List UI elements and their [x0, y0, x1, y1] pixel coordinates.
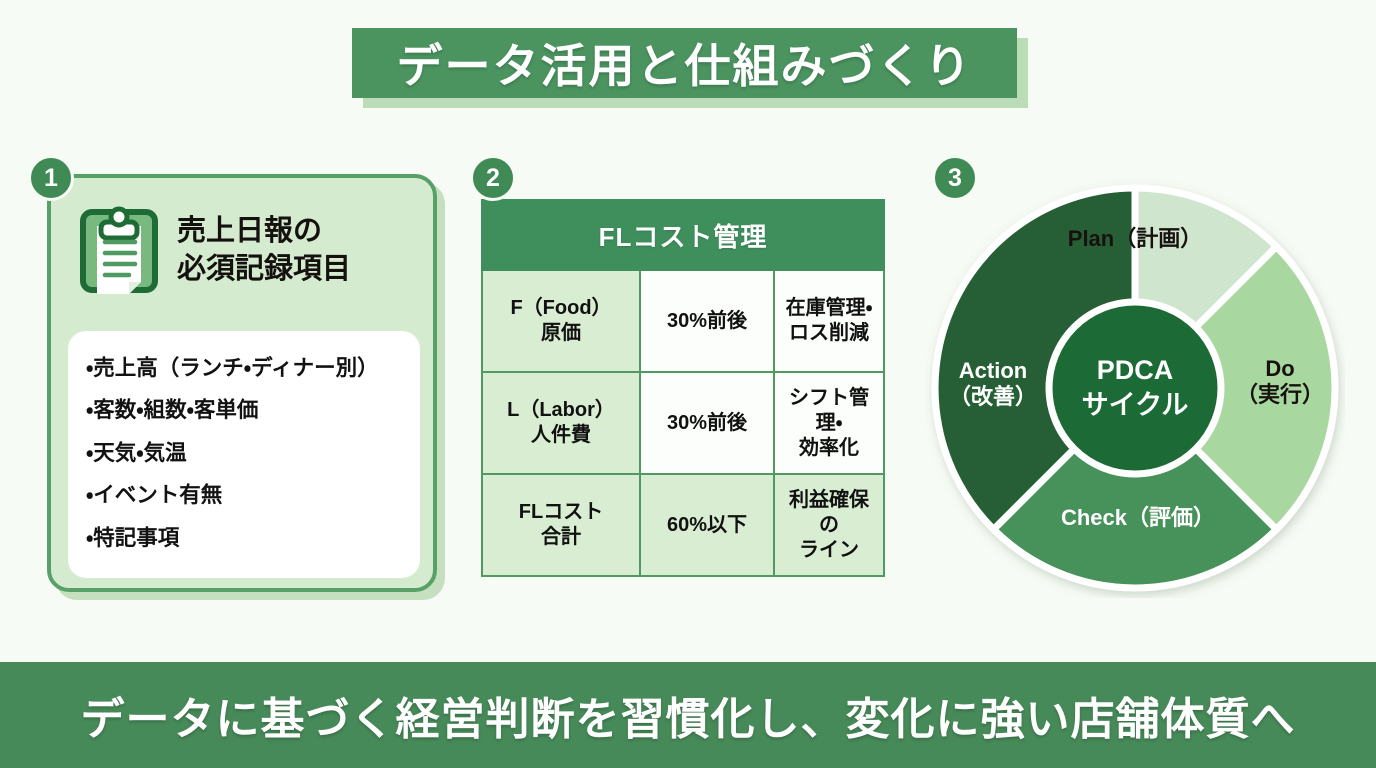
table-cell-label: FLコスト 合計 [481, 473, 641, 577]
cell-line1: F（Food） [510, 297, 612, 319]
cell-line1: 在庫管理・ [785, 297, 873, 319]
cell-line2: 原価 [541, 322, 581, 344]
list-item: ・客数・組数・客単価 [86, 398, 259, 423]
section-number-badge-1: 1 [28, 155, 74, 201]
table-header-row: FLコスト管理 [481, 199, 885, 271]
table-row: L（Labor） 人件費 30%前後 シフト管理・ 効率化 [481, 371, 885, 475]
title-banner: データ活用と仕組みづくり [352, 28, 1017, 98]
table-cell-value: 30%前後 [639, 371, 775, 475]
cell-line2: ライン [799, 538, 859, 561]
card-1-title-line2: 必須記録項目 [177, 252, 352, 285]
cell-line2: 効率化 [799, 436, 859, 459]
table-cell-note: 利益確保の ライン [773, 473, 885, 577]
table-cell-label: L（Labor） 人件費 [481, 371, 641, 475]
footer-banner: データに基づく経営判断を習慣化し、変化に強い店舗体質へ [0, 662, 1376, 768]
list-item: ・イベント有無 [86, 483, 223, 508]
list-item: ・売上高（ランチ・ディナー別） [86, 355, 379, 380]
list-item: ・天気・気温 [86, 440, 187, 465]
table-cell-note: シフト管理・ 効率化 [773, 371, 885, 475]
section-number-badge-3: 3 [932, 155, 978, 201]
cell-line2: 合計 [541, 526, 581, 548]
table-row: FLコスト 合計 60%以下 利益確保の ライン [481, 473, 885, 577]
cell-line2: ロス削減 [789, 322, 869, 344]
clipboard-icon [77, 200, 161, 301]
cell-line1: シフト管理・ [789, 386, 869, 434]
card-1-title-line1: 売上日報の [177, 215, 323, 248]
daily-report-list: ・売上高（ランチ・ディナー別） ・客数・組数・客単価 ・天気・気温 ・イベント有… [68, 331, 420, 578]
table-row: F（Food） 原価 30%前後 在庫管理・ ロス削減 [481, 269, 885, 373]
footer-message: データに基づく経営判断を習慣化し、変化に強い店舗体質へ [80, 695, 1296, 744]
card-1-header: 売上日報の 必須記録項目 [51, 178, 433, 301]
cell-line1: FLコスト [518, 501, 604, 523]
list-item: ・特記事項 [86, 525, 180, 550]
pdca-cycle-diagram: Plan（計画） Do （実行） Check（評価） Action （改善） P… [925, 178, 1345, 598]
fl-cost-table: FLコスト管理 F（Food） 原価 30%前後 在庫管理・ ロス削減 L（La… [481, 199, 885, 577]
section-number-badge-2: 2 [470, 155, 516, 201]
cell-line2: 人件費 [531, 424, 591, 446]
cell-line1: L（Labor） [507, 399, 615, 421]
card-daily-report: 売上日報の 必須記録項目 ・売上高（ランチ・ディナー別） ・客数・組数・客単価 … [47, 174, 437, 592]
page-title: データ活用と仕組みづくり [396, 40, 973, 92]
table-cell-value: 60%以下 [639, 473, 775, 577]
pdca-center-circle [1045, 298, 1225, 478]
table-cell-note: 在庫管理・ ロス削減 [773, 269, 885, 373]
pdca-donut-svg [931, 184, 1339, 592]
table-cell-value: 30%前後 [639, 269, 775, 373]
cell-line1: 利益確保の [789, 488, 869, 536]
fl-table-title: FLコスト管理 [481, 199, 885, 271]
table-cell-label: F（Food） 原価 [481, 269, 641, 373]
card-1-title: 売上日報の 必須記録項目 [177, 213, 351, 287]
